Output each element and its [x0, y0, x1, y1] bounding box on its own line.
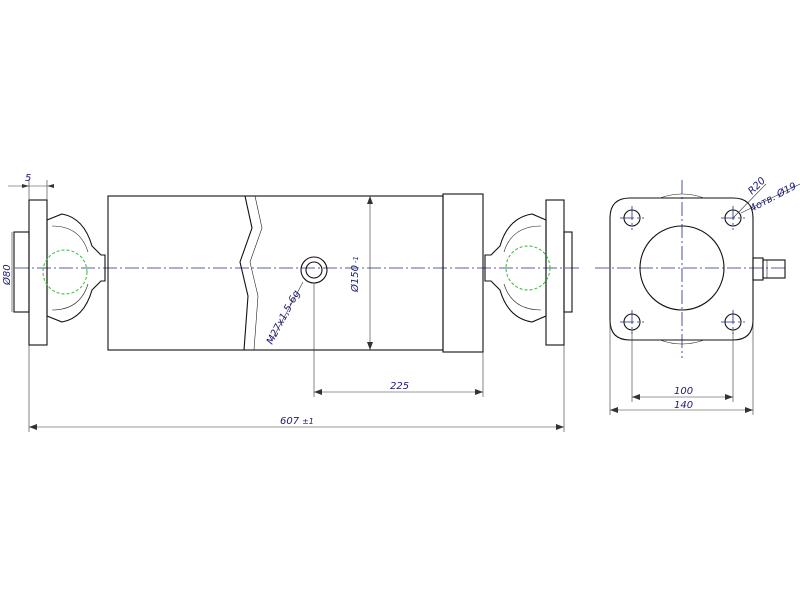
- flange-thickness-label: 5: [25, 173, 31, 184]
- port-inner: [305, 261, 323, 279]
- end-cap: [442, 193, 484, 353]
- right-flange-plate: [545, 199, 565, 346]
- trunnion-dia-label: Ø80: [1, 264, 13, 286]
- left-flange-plate: [28, 199, 48, 346]
- port-thread-label: M27x1,5-6g: [265, 289, 303, 347]
- body-dia-label: Ø150-1: [349, 256, 361, 293]
- right-trunnion-bell: [484, 213, 547, 323]
- corner-radius-label: R20: [746, 175, 768, 197]
- port-outer: [300, 256, 328, 284]
- square-flange: [609, 197, 754, 341]
- left-trunnion-stub: [13, 231, 30, 313]
- port-stub: [752, 257, 764, 281]
- flange-width-label: 140: [674, 400, 693, 411]
- side-view: Ø150-1 M27x1,5-6g Ø80 5 225 607±1: [1, 173, 580, 432]
- bolt-spacing-label: 100: [674, 386, 693, 397]
- left-pivot-highlight: [42, 249, 88, 295]
- break-line: [239, 195, 253, 351]
- right-trunnion-stub: [563, 231, 573, 313]
- right-pivot-highlight: [505, 245, 551, 291]
- left-trunnion-bell: [46, 213, 106, 323]
- bore-circle: [639, 225, 725, 311]
- end-view: R20 4отв. Ø19 100 140: [595, 175, 800, 415]
- overall-length-label: 607±1: [280, 416, 314, 427]
- port-offset-label: 225: [390, 381, 409, 392]
